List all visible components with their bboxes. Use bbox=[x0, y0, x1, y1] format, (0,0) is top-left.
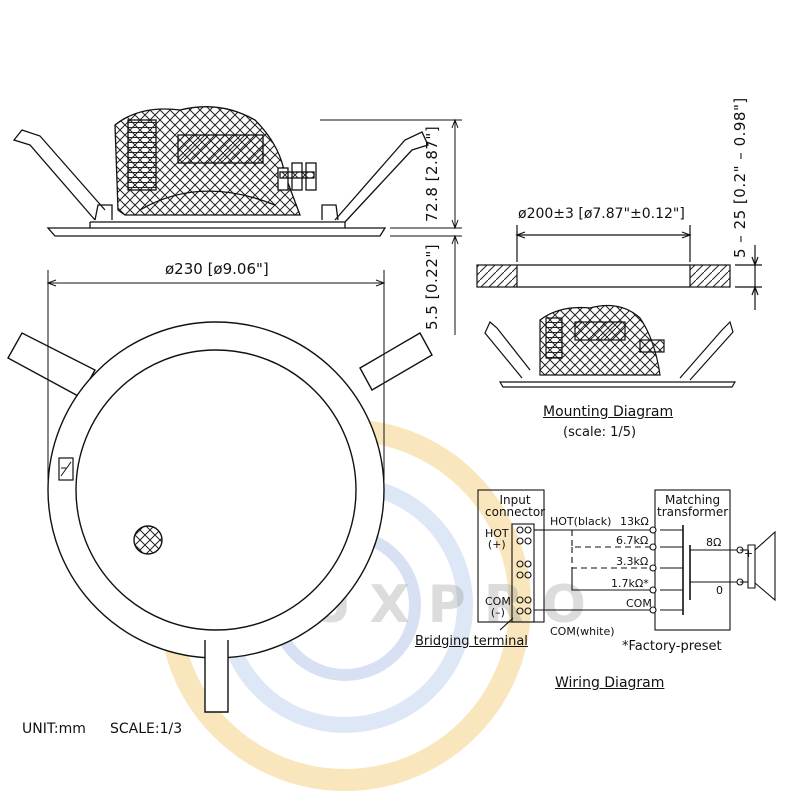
mounting-left-clip bbox=[484, 321, 531, 379]
front-view-logo bbox=[58, 457, 74, 481]
transformer-box bbox=[654, 489, 731, 631]
side-view-magnet bbox=[127, 119, 157, 191]
tap-nodes bbox=[649, 526, 657, 614]
front-view-baffle bbox=[47, 321, 385, 659]
front-view-right-clip bbox=[359, 332, 433, 391]
mounting-diagram-scale: (scale: 1/5) bbox=[563, 425, 637, 440]
cutout-dimension-label: ø200±3 [ø7.87"±0.12"] bbox=[518, 206, 685, 222]
speaker-zero-label: 0 bbox=[716, 584, 723, 597]
side-view-left-clip bbox=[12, 129, 106, 221]
unit-label: UNIT:mm bbox=[22, 721, 86, 737]
factory-preset-note: *Factory-preset bbox=[622, 639, 722, 654]
connector-terminals bbox=[516, 526, 532, 615]
front-view-grille bbox=[75, 349, 357, 631]
height-dimension-label: 72.8 [2.87"] bbox=[423, 125, 441, 222]
height-dimension bbox=[320, 118, 462, 335]
front-view-bottom-tab bbox=[204, 640, 229, 713]
ceiling-left bbox=[476, 264, 518, 288]
front-view bbox=[7, 321, 433, 713]
diameter-dimension bbox=[46, 270, 386, 480]
side-view-terminals bbox=[277, 162, 317, 191]
speaker-plus-label: + bbox=[744, 547, 754, 560]
front-view-sensor bbox=[133, 525, 163, 555]
flange-dimension-label: 5.5 [0.22"] bbox=[423, 243, 441, 330]
wiring-diagram-title: Wiring Diagram bbox=[555, 675, 665, 691]
side-view-right-clip bbox=[334, 131, 429, 223]
front-view-left-clip bbox=[7, 332, 96, 398]
diameter-dimension-label: ø230 [ø9.06"] bbox=[165, 260, 269, 278]
tap-label-2: 3.3kΩ bbox=[616, 555, 649, 568]
input-connector-box bbox=[477, 489, 545, 623]
transformer-title: Matching transformer bbox=[657, 493, 729, 519]
tap-label-1: 6.7kΩ bbox=[616, 534, 649, 547]
tap-label-3: 1.7kΩ* bbox=[611, 577, 649, 590]
bridging-terminal-label: Bridging terminal bbox=[415, 634, 528, 649]
com-minus-label: COM (–) bbox=[485, 595, 511, 619]
mounting-right-clip bbox=[679, 320, 734, 381]
speaker-symbol bbox=[747, 530, 776, 602]
wiring-diagram bbox=[477, 489, 776, 631]
hot-plus-label: HOT (+) bbox=[485, 527, 509, 551]
ceiling-range-label: 5 – 25 [0.2" – 0.98"] bbox=[731, 97, 749, 258]
side-view bbox=[12, 106, 429, 237]
mounting-diagram-title: Mounting Diagram bbox=[543, 404, 674, 420]
side-view-flange bbox=[46, 227, 387, 237]
hot-wire-label: HOT(black) bbox=[550, 515, 612, 528]
tap-label-4: COM bbox=[626, 597, 652, 610]
input-connector-label: Input connector bbox=[485, 493, 546, 519]
com-wire-label: COM(white) bbox=[550, 625, 615, 638]
scale-label: SCALE:1/3 bbox=[110, 721, 183, 737]
ceiling-right bbox=[689, 264, 731, 288]
tap-label-0: 13kΩ bbox=[620, 515, 649, 528]
speaker-impedance-label: 8Ω bbox=[706, 536, 722, 549]
mounting-diagram bbox=[476, 225, 762, 388]
